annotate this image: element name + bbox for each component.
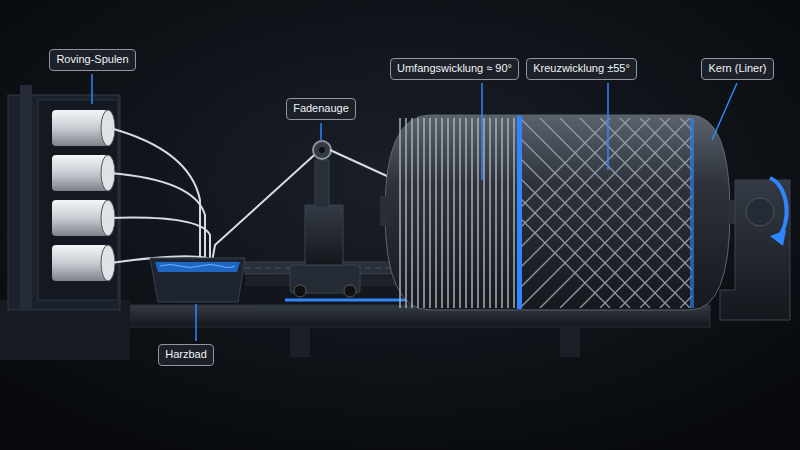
callout-box: Roving-Spulen — [49, 49, 136, 71]
callout-label: Fadenauge — [293, 102, 349, 115]
callout-box: Harzbad — [158, 344, 214, 366]
callout-label: Roving-Spulen — [56, 53, 128, 66]
callout-box: Kreuzwicklung ±55° — [526, 58, 637, 80]
callout-box: Umfangswicklung ≈ 90° — [390, 58, 519, 80]
callout-box: Kern (Liner) — [701, 58, 774, 80]
callout-box: Fadenauge — [286, 98, 356, 120]
callout-label: Kern (Liner) — [708, 62, 766, 75]
callout-label: Harzbad — [165, 348, 207, 361]
callout-label: Umfangswicklung ≈ 90° — [397, 62, 512, 75]
callout-label: Kreuzwicklung ±55° — [533, 62, 630, 75]
